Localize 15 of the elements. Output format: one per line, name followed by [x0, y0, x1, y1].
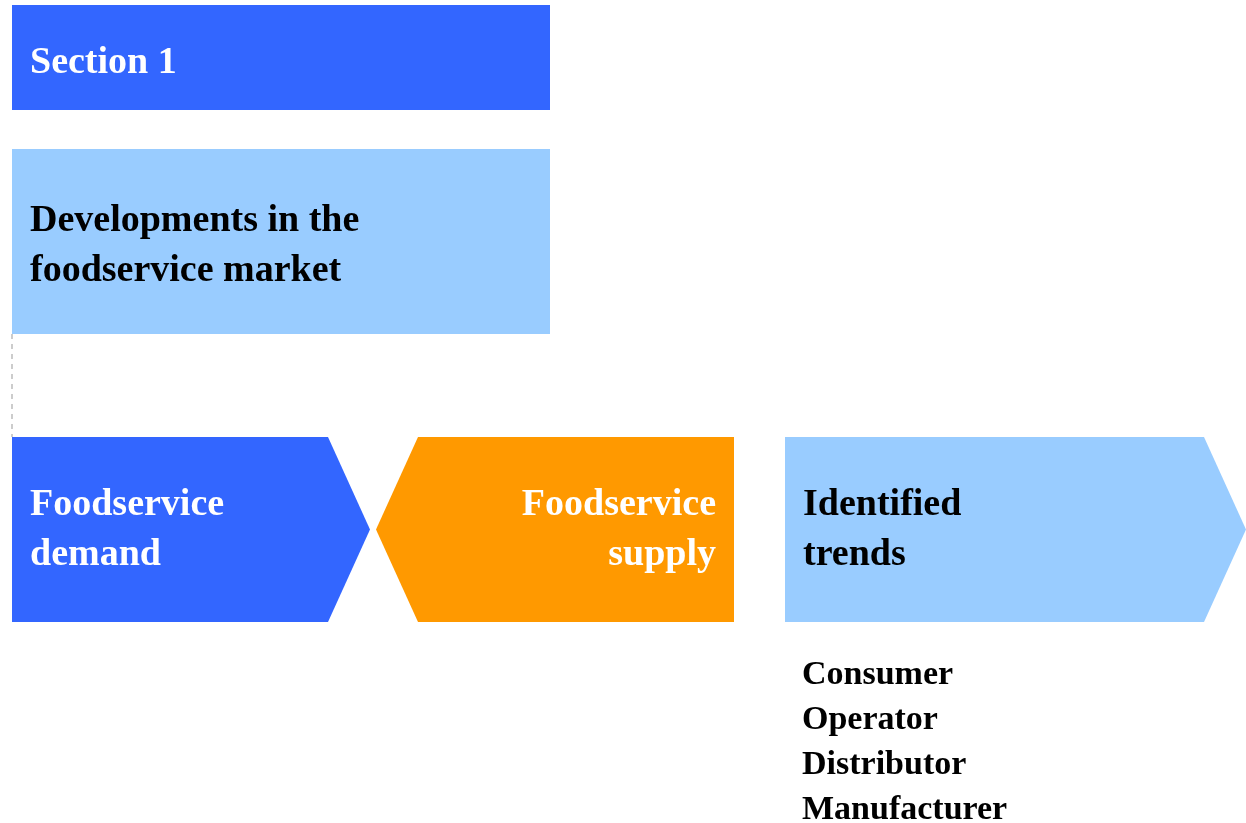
dashed-connector	[11, 333, 13, 438]
trend-label: Operator	[802, 698, 939, 738]
chevron-shape	[785, 437, 1246, 622]
node-text: Identified trends	[803, 480, 963, 575]
section-banner	[12, 5, 550, 110]
chevron-shape	[376, 437, 734, 622]
node-text: Foodservice demand	[30, 480, 226, 575]
node-text: Developments in the foodservice market	[30, 196, 361, 291]
section-banner	[12, 149, 550, 334]
trend-label: Distributor	[802, 743, 968, 783]
trend-label: Consumer	[802, 653, 955, 693]
trend-label: Manufacturer	[802, 788, 1008, 823]
node-text: Foodservice supply	[520, 480, 716, 575]
node-text: Section 1	[30, 38, 177, 83]
chevron-shape	[12, 437, 370, 622]
